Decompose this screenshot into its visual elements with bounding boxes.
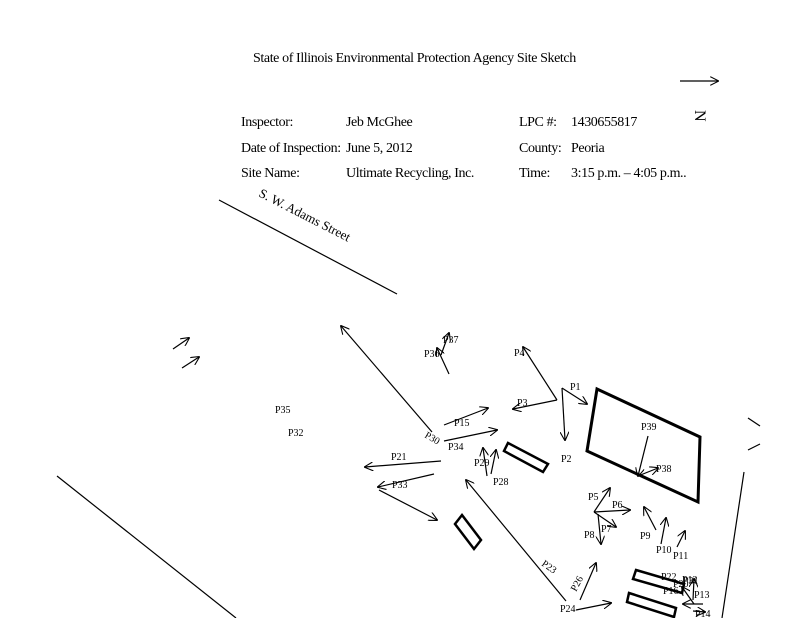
photo-label-p36: P36 xyxy=(424,349,440,360)
photo-label-p3: P3 xyxy=(517,398,528,409)
photo-label-p13: P13 xyxy=(694,590,710,601)
photo-arrow-p11 xyxy=(676,531,685,548)
photo-label-p39: P39 xyxy=(641,422,657,433)
photo-arrow-p32 xyxy=(378,489,437,520)
photo-label-p35: P35 xyxy=(275,405,291,416)
photo-label-p4: P4 xyxy=(514,348,525,359)
inspector-value: Jeb McGhee xyxy=(346,115,413,130)
photo-label-p11: P11 xyxy=(673,551,688,562)
street-label: S. W. Adams Street xyxy=(257,185,354,244)
photo-arrow-p26 xyxy=(579,563,596,601)
lpc-label: LPC #: xyxy=(519,115,557,130)
photo-label-p22: P22 xyxy=(661,572,677,583)
street-line xyxy=(218,199,398,295)
county-value: Peoria xyxy=(571,141,605,156)
photo-arrow-p34 xyxy=(443,430,497,442)
photo-label-p16: P16 xyxy=(663,586,679,597)
photo-label-p14: P14 xyxy=(695,609,711,618)
direction-arrow xyxy=(181,357,199,369)
photo-label-p10: P10 xyxy=(656,545,672,556)
photo-arrow-p36 xyxy=(437,348,450,375)
structure-outline xyxy=(453,512,483,552)
photo-arrow-p4 xyxy=(523,347,558,401)
photo-arrow-p33 xyxy=(378,473,435,487)
photo-arrow-p2 xyxy=(513,399,558,409)
building-outline xyxy=(585,386,702,505)
time-label: Time: xyxy=(519,166,550,181)
photo-label-p33: P33 xyxy=(392,480,408,491)
boundary-tick xyxy=(747,417,761,427)
time-value: 3:15 p.m. – 4:05 p.m.. xyxy=(571,166,687,181)
photo-label-p21: P21 xyxy=(391,452,407,463)
photo-arrow-p31 xyxy=(693,579,694,601)
photo-arrow-p24 xyxy=(575,603,611,611)
photo-arrow-p38 xyxy=(637,468,658,477)
photo-arrow-p1 xyxy=(561,387,587,404)
photo-label-p20: P20 xyxy=(673,579,689,590)
photo-arrow-p9 xyxy=(644,507,657,531)
photo-label-p2: P2 xyxy=(561,454,572,465)
photo-label-p5: P5 xyxy=(588,492,599,503)
photo-arrow-p39 xyxy=(638,435,649,476)
photo-label-p37: P37 xyxy=(443,335,459,346)
photo-arrow-p28 xyxy=(491,450,496,475)
photo-arrow-p21 xyxy=(365,460,442,467)
north-label: N xyxy=(691,110,708,122)
photo-arrow-p29 xyxy=(483,448,487,477)
date-value: June 5, 2012 xyxy=(346,141,413,156)
photo-label-p7: P7 xyxy=(601,524,612,535)
photo-label-p15: P15 xyxy=(454,418,470,429)
photo-label-p12: P12 xyxy=(682,575,698,586)
photo-arrow-p12 xyxy=(682,587,695,605)
structure-outline xyxy=(502,441,550,474)
lpc-value: 1430655817 xyxy=(571,115,638,130)
photo-label-p8: P8 xyxy=(584,530,595,541)
site-boundary-line xyxy=(721,471,745,618)
boundary-tick xyxy=(747,443,761,451)
photo-label-p24: P24 xyxy=(560,604,576,615)
photo-arrow-p8 xyxy=(598,513,601,544)
photo-label-p6: P6 xyxy=(612,500,623,511)
photo-label-p29: P29 xyxy=(474,458,490,469)
photo-label-p31: P31 xyxy=(683,576,699,587)
photo-label-p26: P26 xyxy=(569,575,586,594)
site-name-value: Ultimate Recycling, Inc. xyxy=(346,166,475,181)
photo-label-p38: P38 xyxy=(656,464,672,475)
photo-arrow-p35 xyxy=(443,408,488,426)
photo-label-p34: P34 xyxy=(448,442,464,453)
structure-outline xyxy=(625,591,678,618)
photo-label-p28: P28 xyxy=(493,477,509,488)
direction-arrow xyxy=(172,338,189,350)
photo-arrow-p6 xyxy=(593,510,630,512)
photo-label-p9: P9 xyxy=(640,531,651,542)
county-label: County: xyxy=(519,141,562,156)
photo-arrow-p14 xyxy=(692,611,705,612)
photo-arrow-p27 xyxy=(466,480,567,602)
date-label: Date of Inspection: xyxy=(241,141,341,156)
photo-label-p1: P1 xyxy=(570,382,581,393)
sketch-title: State of Illinois Environmental Protecti… xyxy=(253,51,576,66)
photo-label-p30: P30 xyxy=(423,430,442,447)
photo-label-p23: P23 xyxy=(539,558,558,576)
photo-label-p32: P32 xyxy=(288,428,304,439)
photo-arrow-p10 xyxy=(661,518,666,545)
site-name-label: Site Name: xyxy=(241,166,300,181)
inspector-label: Inspector: xyxy=(241,115,293,130)
photo-arrow-p5 xyxy=(593,488,610,513)
site-boundary-line xyxy=(56,475,237,618)
photo-arrow-p3 xyxy=(562,387,565,440)
photo-arrow-p30 xyxy=(341,326,433,433)
